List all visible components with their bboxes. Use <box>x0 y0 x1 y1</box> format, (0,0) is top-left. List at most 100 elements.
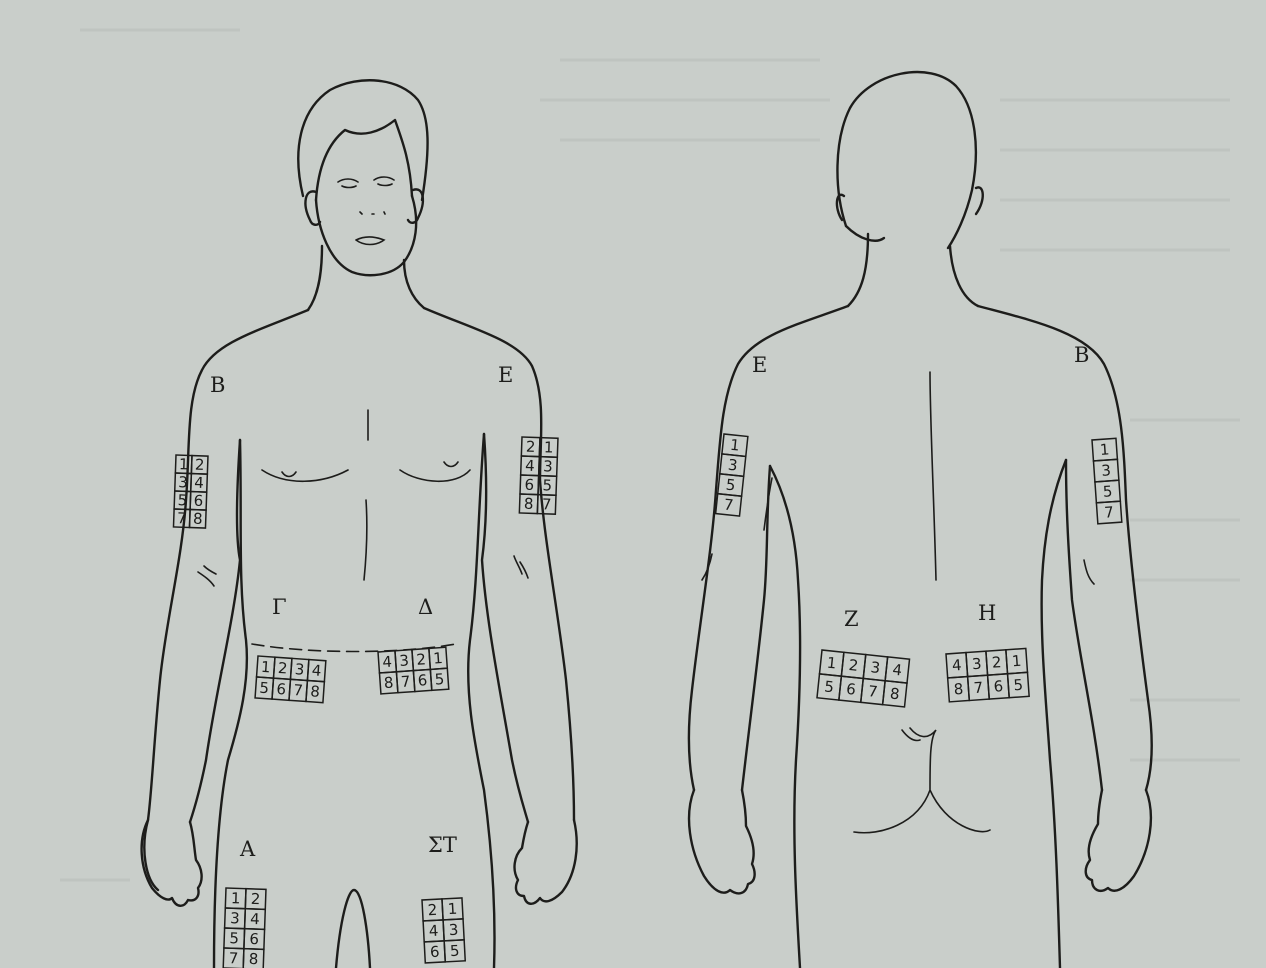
grid-cell-number: 5 <box>1102 482 1113 501</box>
back-right-arm-outer <box>978 306 1152 790</box>
front-mouth <box>356 237 384 245</box>
grid-cell-number: 6 <box>524 476 534 494</box>
back-figure <box>689 72 1152 968</box>
grid-cell-number: 5 <box>229 929 239 947</box>
label-back-b: B <box>1074 343 1089 367</box>
grid-cell-number: 2 <box>526 438 536 456</box>
back-left-arm-outer <box>689 306 848 790</box>
grid-cell-number: 2 <box>427 901 437 919</box>
label-front-st: ΣΤ <box>428 833 457 857</box>
grid-cell-number: 3 <box>727 456 738 475</box>
grid-cell-number: 4 <box>382 653 393 672</box>
grid-cell-number: 1 <box>260 658 271 677</box>
grid-cell-number: 6 <box>276 680 287 699</box>
front-hairline <box>316 120 412 200</box>
back-left-hand <box>689 790 755 893</box>
grid-cell-number: 1 <box>179 455 189 473</box>
grid-cell-number: 3 <box>448 921 458 939</box>
grid-cell-number: 7 <box>542 495 552 513</box>
label-back-e: E <box>752 353 767 377</box>
grid-cell-number: 4 <box>428 922 438 940</box>
back-torso-right <box>1042 460 1066 968</box>
back-buttock-left-grid: 12345678 <box>817 650 910 707</box>
grid-cell-number: 1 <box>433 649 444 668</box>
grid-cell-number: 5 <box>725 476 736 495</box>
grid-cell-number: 5 <box>1013 676 1024 695</box>
grid-cell-number: 6 <box>993 677 1004 696</box>
grid-cell-number: 8 <box>889 684 900 703</box>
grid-cell-number: 5 <box>177 491 187 509</box>
grid-cell-number: 3 <box>230 909 240 927</box>
grid-cell-number: 2 <box>251 890 261 908</box>
grid-cell-number: 6 <box>429 943 439 961</box>
label-back-z: Z <box>844 607 859 631</box>
grid-cell-number: 7 <box>1104 503 1115 522</box>
back-head <box>837 72 975 248</box>
grid-cell-number: 6 <box>249 930 259 948</box>
back-right-hand <box>1086 790 1151 891</box>
grid-cell-number: 1 <box>231 889 241 907</box>
grid-cell-number: 1 <box>826 654 837 673</box>
grid-cell-number: 5 <box>449 942 459 960</box>
grid-cell-number: 3 <box>1101 461 1112 480</box>
grid-cell-number: 3 <box>543 457 553 475</box>
front-nose <box>360 212 385 214</box>
back-right-arm-grid: 1 3 5 7 <box>1092 438 1122 523</box>
label-front-delta: Δ <box>418 595 433 619</box>
grid-cell-number: 5 <box>434 670 445 689</box>
grid-cell-number: 4 <box>250 910 260 928</box>
front-left-hand <box>515 820 577 904</box>
front-right-hand <box>142 820 202 906</box>
grid-cell-number: 1 <box>1099 440 1110 459</box>
grid-cell-number: 7 <box>228 949 238 967</box>
back-spine <box>930 372 936 580</box>
grid-cell-number: 1 <box>1011 652 1022 671</box>
grid-cell-number: 5 <box>823 678 834 697</box>
grid-cell-number: 2 <box>848 656 859 675</box>
grid-cell-number: 4 <box>194 474 204 492</box>
grid-cell-number: 8 <box>953 680 964 699</box>
grid-cell-number: 5 <box>542 476 552 494</box>
grid-cell-number: 5 <box>259 679 270 698</box>
grid-cell-number: 6 <box>845 680 856 699</box>
grid-cell-number: 7 <box>973 679 984 698</box>
front-abdomen-line <box>252 644 456 652</box>
grid-cell-number: 4 <box>525 457 535 475</box>
label-front-gamma: Γ <box>272 595 287 619</box>
front-crotch <box>336 890 370 968</box>
grid-cell-number: 6 <box>193 492 203 510</box>
grid-cell-number: 7 <box>867 682 878 701</box>
grid-cell-number: 8 <box>310 682 321 701</box>
grid-cell-number: 3 <box>399 651 410 670</box>
grid-cell-number: 7 <box>400 672 411 691</box>
grid-cell-number: 8 <box>524 495 534 513</box>
back-buttocks <box>854 728 990 833</box>
front-left-arm-inner <box>482 434 528 822</box>
front-abdomen-right-grid: 12345678 <box>255 656 326 703</box>
grid-cell-number: 1 <box>447 900 457 918</box>
grid-cell-number: 7 <box>177 509 187 527</box>
grid-cell-number: 8 <box>383 674 394 693</box>
grid-cell-number: 7 <box>293 681 304 700</box>
back-torso-left <box>770 466 800 968</box>
grid-cell-number: 3 <box>178 473 188 491</box>
grid-cell-number: 3 <box>294 660 305 679</box>
label-front-e: E <box>498 363 513 387</box>
grid-cell-number: 2 <box>416 650 427 669</box>
label-front-a: A <box>239 837 256 861</box>
grid-cell-number: 4 <box>892 661 903 680</box>
front-eyes <box>338 177 394 182</box>
grid-cell-number: 2 <box>195 456 205 474</box>
grid-cell-number: 4 <box>311 661 322 680</box>
front-figure <box>142 80 577 968</box>
front-face <box>316 196 416 275</box>
grid-cell-number: 2 <box>991 653 1002 672</box>
grid-cell-number: 3 <box>971 655 982 674</box>
